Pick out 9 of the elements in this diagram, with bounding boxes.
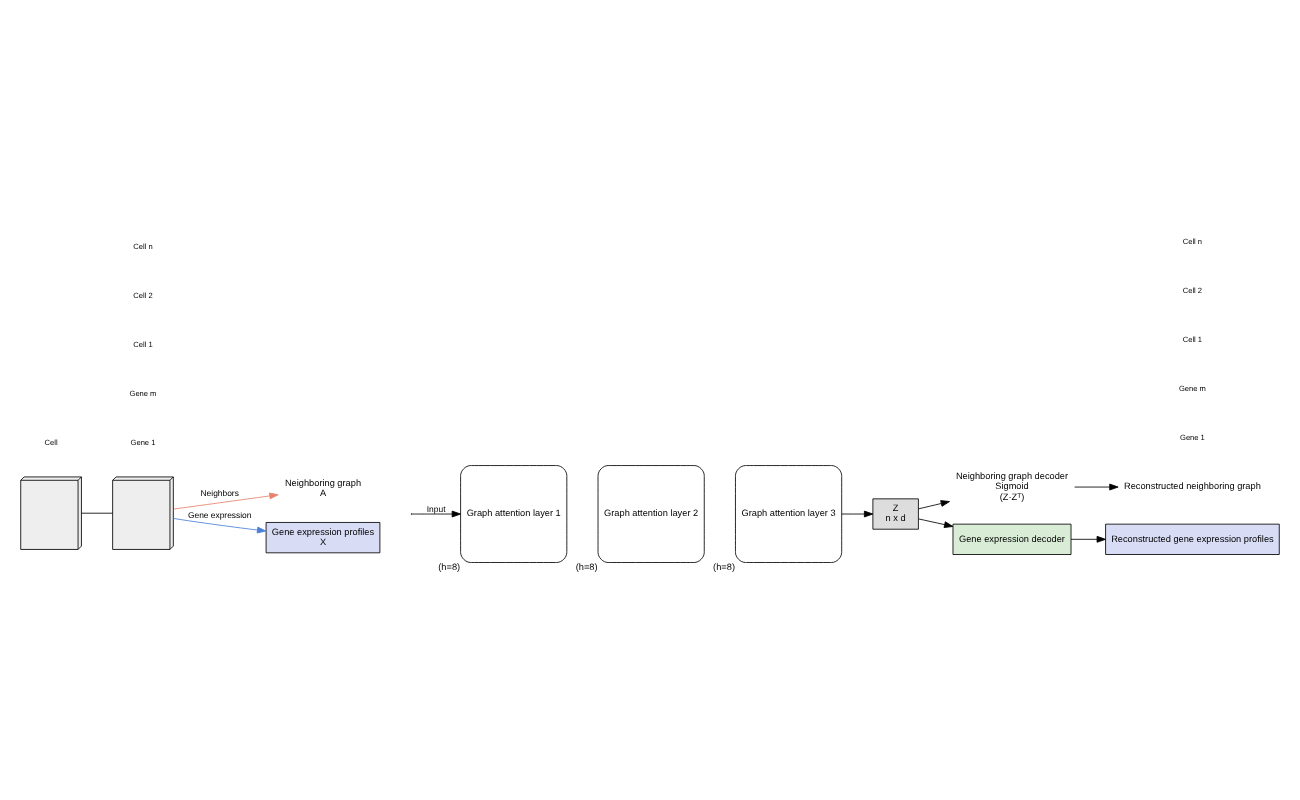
connector [81, 512, 113, 514]
arrow [918, 500, 950, 510]
arrow [411, 510, 461, 518]
arrow [1074, 483, 1119, 491]
arrow [1070, 535, 1106, 543]
arrow [841, 510, 874, 518]
arrow [918, 518, 954, 528]
arrow [173, 492, 279, 510]
arrow [172, 517, 267, 534]
